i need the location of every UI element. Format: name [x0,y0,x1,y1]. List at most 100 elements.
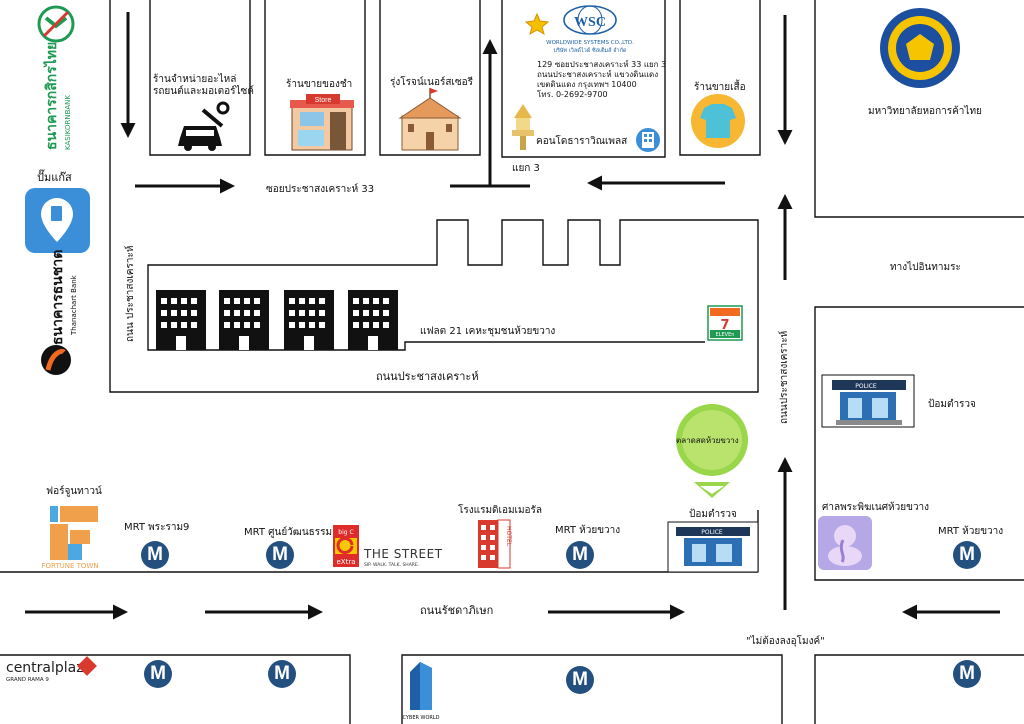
mrt-icon [566,541,594,569]
flat-building-4 [348,290,398,350]
police-box-lower-icon [667,521,759,573]
university-seal-icon [880,8,960,88]
wsc-address-line4: โทร. 0-2692-9700 [537,90,608,99]
building-app-icon [636,128,660,152]
thanachart-name-th: ธนาคารธนชาต [50,250,66,345]
police-box-upper-icon [821,374,915,428]
flat-building-1 [156,290,206,350]
store-sign: Store [315,97,332,104]
mrt-icon [141,541,169,569]
wsc-address-line2: ถนนประชาสงเคราะห์ แขวงดินแดง [537,70,659,79]
label-road-pracha-left: ถนน ประชาสงเคราะห์ [125,245,136,342]
car-service-icon [178,101,230,151]
seven-eleven-text: ELEVEn [716,332,735,338]
thanachart-logo-icon [41,345,71,375]
block-shops-3 [379,0,481,156]
wsc-address-line3: เขตดินแดง กรุงเทพฯ 10400 [537,80,637,89]
bigc-name: big C [338,529,353,536]
block-central [0,654,351,724]
hotel-icon [478,519,511,569]
label-junction: แยก 3 [512,163,540,174]
fortune-town-en: FORTUNE TOWN [41,562,98,570]
mrt-icon [144,660,172,688]
seven-eleven-logo-icon: 7 [707,305,743,341]
label-ganesh: ศาลพระพิฆเนศห้วยขวาง [822,502,930,513]
mrt-icon [266,541,294,569]
central-plaza-sub: GRAND RAMA 9 [6,677,49,683]
mrt-icon [268,660,296,688]
label-mrt-huai-khwang-1: MRT ห้วยขวาง [555,525,621,536]
label-hotel: โรงแรมดิเอมเมอรัล [458,505,543,516]
police-sign-upper: POLICE [855,383,877,390]
block-shirt [679,0,761,156]
label-mrt-thailand-culture: MRT ศูนย์วัฒนธรรม [244,527,333,538]
label-police-box-upper: ป้อมตำรวจ [928,399,976,410]
flat-building-2 [219,290,269,350]
label-road-pracha: ถนนประชาสงเคราะห์ [376,370,479,383]
shirt-shop-icon [691,94,745,148]
block-wsc [501,0,666,158]
wsc-address-line1: 129 ซอยประชาสงเคราะห์ 33 แยก 3 [537,60,667,69]
label-market: ตลาดสดห้วยขวาง [676,436,739,445]
label-road-pracha-right: ถนนประชาสงเคราะห์ [779,330,790,424]
direction-arrows [25,12,1000,620]
cyberworld-name: CYBER WORLD [402,715,439,721]
police-sign-lower: POLICE [701,529,723,536]
bigc-extra: eXtra [336,558,355,566]
block-police-right [814,306,1024,581]
kasikorn-name-en: KASIKORNBANK [64,95,72,150]
label-condo: คอนโดธาราวิณเพลส [536,136,628,147]
flat-building-3 [284,290,334,350]
label-gas: ปั๊มแก๊ส [37,171,72,184]
label-police-box-lower: ป้อมตำรวจ [689,509,737,520]
label-soi33: ซอยประชาสงเคราะห์ 33 [266,184,375,195]
wsc-name-th: บริษัท เวิลด์ไวด์ ซิสเต็มส์ จำกัด [553,46,626,54]
label-to-din-daeng: ทางไปอินทามระ [890,262,961,273]
flat-buildings [156,290,398,350]
mrt-icon [953,541,981,569]
the-street-name: THE STREET [363,547,443,561]
star-icon [524,12,550,36]
label-university: มหาวิทยาลัยหอการค้าไทย [868,106,982,117]
wsc-logo [563,5,617,35]
label-parts-shop-line1: ร้านจำหน่ายอะไหล่ [153,74,237,85]
wsc-tagline: WORLDWIDE SYSTEMS CO.,LTD. [546,40,634,46]
block-shops-1 [149,0,251,156]
label-shirt-shop: ร้านขายเสื้อ [694,82,746,93]
ganesh-shrine-icon [818,516,872,570]
the-street-sub: SIP. WALK. TALK. SHARE. [364,562,419,568]
bigc-logo-icon [333,525,359,567]
label-flats: แฟลต 21 เคหะชุมชนห้วยขวาง [420,326,556,337]
label-mrt-huai-khwang-2: MRT ห้วยขวาง [938,526,1004,537]
wsc-name: WSC [574,15,606,30]
label-nursery: รุ่งโรจน์เนอร์สเซอรี [390,77,474,88]
fortune-town-logo-icon [50,506,98,560]
block-left-column [109,0,759,393]
thanachart-name-en: Thanachart Bank [70,274,78,336]
label-parts-shop-line2: รถยนต์และมอเตอร์ไซค์ [153,86,254,97]
central-plaza-name: centralplaza [6,660,92,676]
kasikorn-logo-icon [37,5,75,43]
block-university [814,0,1024,218]
grocery-store-icon [290,94,354,151]
pagoda-icon [512,104,534,150]
school-icon [398,88,462,151]
block-cyberworld [401,654,783,724]
gas-station-icon [25,188,90,253]
label-mrt-rama9: MRT พระราม9 [124,522,190,533]
label-no-underpass: "ไม่ต้องลงอุโมงค์" [746,636,825,647]
label-grocery: ร้านขายของชำ [286,79,353,90]
mrt-icon [566,666,594,694]
svg-text:7: 7 [720,318,729,333]
kasikorn-name-th: ธนาคารกสิกรไทย [42,42,60,150]
block-shops-2 [264,0,366,156]
label-road-ratchada: ถนนรัชดาภิเษก [420,604,494,617]
mrt-icon [953,660,981,688]
label-fortune: ฟอร์จูนทาวน์ [46,486,102,497]
market-pin-icon [676,404,748,498]
cyberworld-tower-icon [410,662,432,710]
block-bottom-right [814,654,1024,724]
hotel-sign: HOTEL [505,526,512,547]
